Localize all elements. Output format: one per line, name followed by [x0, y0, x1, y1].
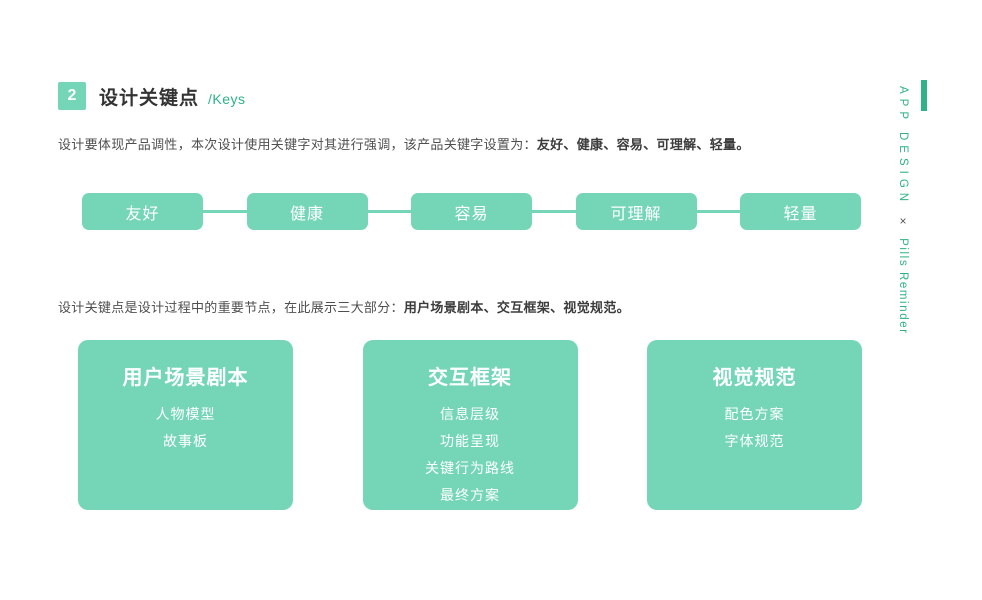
card-item: 最终方案: [440, 487, 500, 503]
card-title: 交互框架: [428, 367, 512, 389]
keyword-pill-friendly: 友好: [82, 193, 203, 230]
section-header: 2 设计关键点 /Keys: [58, 82, 246, 110]
sidebar-vertical-text: APP DESIGN × Pills Reminder: [896, 86, 910, 335]
sidebar-app-label: APP DESIGN: [897, 86, 909, 207]
card-visual-spec: 视觉规范 配色方案 字体规范: [647, 340, 862, 510]
section-number-badge: 2: [58, 82, 86, 110]
card-item: 配色方案: [724, 406, 785, 422]
card-interaction-framework: 交互框架 信息层级 功能呈现 关键行为路线 最终方案: [362, 340, 578, 510]
page-title: 设计关键点: [99, 87, 200, 109]
keyword-pill-healthy: 健康: [246, 193, 368, 230]
card-item: 信息层级: [440, 406, 500, 422]
section-lead: 设计关键点是设计过程中的重要节点，在此展示三大部分：: [58, 300, 404, 315]
card-item: 关键行为路线: [425, 460, 515, 476]
intro-paragraph: 设计要体现产品调性，本次设计使用关键字对其进行强调，该产品关键字设置为：友好、健…: [58, 135, 750, 155]
section-parts: 用户场景剧本、交互框架、视觉规范。: [403, 300, 630, 315]
card-user-scenario: 用户场景剧本 人物模型 故事板: [78, 340, 293, 510]
card-title: 用户场景剧本: [122, 367, 249, 389]
card-item: 人物模型: [155, 406, 216, 422]
card-item: 字体规范: [724, 433, 785, 449]
card-item: 功能呈现: [440, 433, 500, 449]
sidebar-accent-bar: [921, 80, 927, 111]
keyword-flow: 友好 健康 容易 可理解 轻量: [82, 193, 861, 230]
sidebar-product-label: Pills Reminder: [897, 238, 909, 335]
key-point-cards: 用户场景剧本 人物模型 故事板 交互框架 信息层级 功能呈现 关键行为路线 最终…: [78, 340, 862, 510]
intro-keywords: 友好、健康、容易、可理解、轻量。: [536, 137, 750, 152]
sidebar-cross-mark: ×: [896, 214, 910, 229]
page-subtitle: /Keys: [208, 91, 246, 107]
card-title: 视觉规范: [712, 367, 797, 389]
keyword-pill-easy: 容易: [411, 193, 532, 230]
keyword-pill-list: 友好 健康 容易 可理解 轻量: [82, 193, 861, 230]
keyword-pill-understandable: 可理解: [575, 193, 697, 230]
section-paragraph: 设计关键点是设计过程中的重要节点，在此展示三大部分：用户场景剧本、交互框架、视觉…: [58, 298, 630, 318]
card-item: 故事板: [163, 433, 208, 449]
keyword-pill-light: 轻量: [740, 193, 861, 230]
intro-lead: 设计要体现产品调性，本次设计使用关键字对其进行强调，该产品关键字设置为：: [58, 137, 537, 152]
